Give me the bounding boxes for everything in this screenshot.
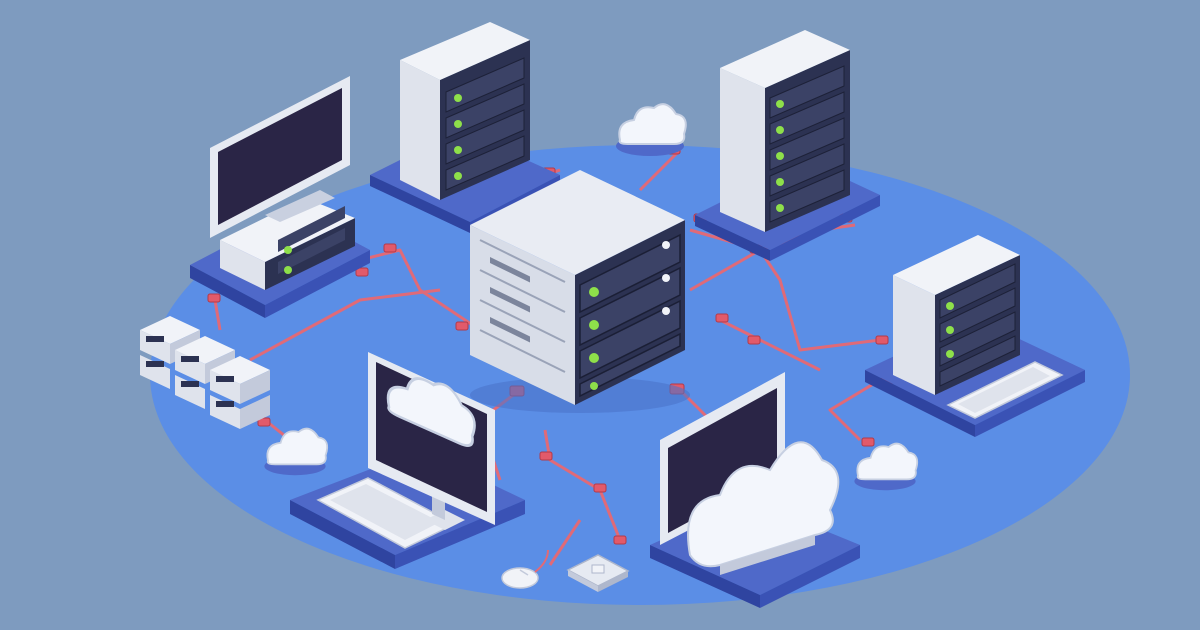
mouse-icon bbox=[501, 549, 549, 589]
central-server-bays bbox=[579, 233, 681, 398]
storage-box bbox=[140, 355, 170, 389]
cable-hub-bottom bbox=[543, 429, 622, 541]
keyboard-icon bbox=[946, 361, 1064, 419]
network-chip-icon bbox=[566, 554, 630, 592]
storage-box bbox=[175, 375, 205, 409]
cable-left-platform bbox=[213, 299, 222, 331]
cloud-monitor-right-screen bbox=[668, 388, 777, 533]
central-server-grills bbox=[490, 256, 530, 343]
server-tower-top-left-leds bbox=[454, 94, 462, 180]
cloud-top bbox=[616, 103, 687, 156]
server-tower-right-bays bbox=[939, 263, 1016, 387]
cloud-icon bbox=[687, 441, 840, 575]
server-tower-top-right-leds bbox=[776, 100, 784, 212]
storage-box bbox=[210, 395, 270, 429]
workstation-left bbox=[190, 76, 370, 318]
cable-storage-hub bbox=[249, 288, 441, 362]
cable-workstation-hub bbox=[359, 248, 481, 332]
central-server-buttons bbox=[662, 241, 670, 315]
cloud-left bbox=[264, 427, 329, 476]
storage-boxes bbox=[140, 316, 270, 429]
cloud-monitor-left bbox=[290, 352, 525, 569]
cloud-monitor-right bbox=[650, 372, 860, 608]
central-server-rack bbox=[470, 170, 690, 413]
cable-right-cloud bbox=[828, 378, 881, 442]
server-tower-top-left bbox=[370, 22, 560, 233]
server-tower-top-right-bays bbox=[769, 65, 845, 223]
workstation-screen bbox=[218, 88, 342, 225]
server-tower-top-left-bays bbox=[445, 57, 525, 191]
cable-bottom-chip bbox=[548, 519, 582, 566]
storage-box bbox=[210, 356, 270, 404]
server-tower-right bbox=[865, 235, 1085, 437]
cable-hub-right bbox=[689, 248, 881, 352]
central-server-vents bbox=[479, 239, 566, 373]
server-tower-right-leds bbox=[946, 302, 954, 358]
server-tower-top-right bbox=[695, 30, 880, 261]
central-server-leds bbox=[589, 287, 599, 390]
cloud-right bbox=[854, 442, 919, 491]
